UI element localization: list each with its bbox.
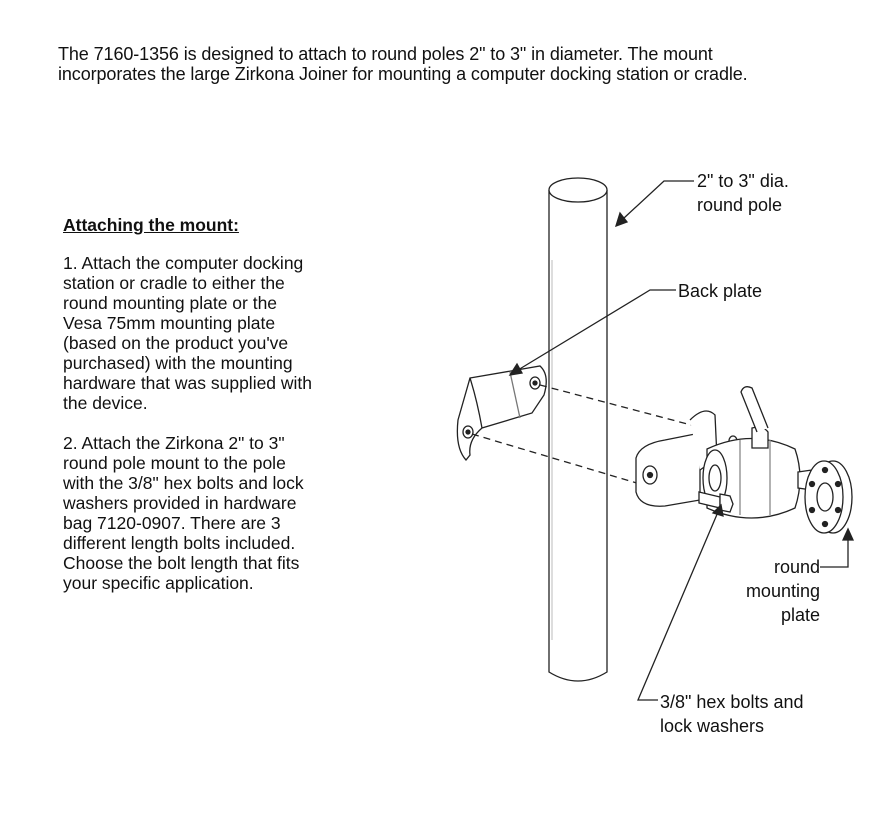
- callout-round-plate-line: plate: [780, 605, 820, 625]
- intro-line-1: The 7160-1356 is designed to attach to r…: [58, 44, 713, 64]
- step-1-line: Vesa 75mm mounting plate: [63, 313, 276, 333]
- step-1-line: station or cradle to either the: [63, 273, 285, 293]
- step-2: 2. Attach the Zirkona 2" to 3" round pol…: [63, 433, 363, 593]
- step-1-line: (based on the product you've: [63, 333, 289, 353]
- step-1-line: round mounting plate or the: [63, 293, 278, 313]
- step-2-line: bag 7120-0907. There are 3: [63, 513, 281, 533]
- step-1-line: purchased) with the mounting: [63, 353, 293, 373]
- intro-text: The 7160-1356 is designed to attach to r…: [58, 44, 878, 84]
- step-2-line: with the 3/8" hex bolts and lock: [63, 473, 304, 493]
- step-1-line: hardware that was supplied with: [63, 373, 313, 393]
- round-mounting-plate: [804, 460, 853, 534]
- back-plate: [456, 365, 547, 461]
- callout-hex-bolts: 3/8" hex bolts and lock washers: [660, 690, 804, 738]
- step-1-line: 1. Attach the computer docking: [63, 253, 304, 273]
- callout-bolts-line: 3/8" hex bolts and: [660, 692, 804, 712]
- callout-back-plate: Back plate: [678, 281, 763, 301]
- callout-pole-line: 2" to 3" dia.: [697, 171, 789, 191]
- step-2-line: your specific application.: [63, 573, 254, 593]
- step-2-line: round pole mount to the pole: [63, 453, 286, 473]
- callout-round-plate-line: round: [773, 557, 820, 577]
- leader-bolts: [637, 503, 724, 701]
- callout-round-plate-line: mounting: [745, 581, 820, 601]
- intro-line-2: incorporates the large Zirkona Joiner fo…: [58, 64, 748, 84]
- callout-pole-line: round pole: [697, 195, 783, 215]
- instructions: Attaching the mount: 1. Attach the compu…: [63, 215, 363, 613]
- step-1: 1. Attach the computer docking station o…: [63, 253, 363, 413]
- callout-bolts-line: lock washers: [660, 716, 765, 736]
- step-1-line: the device.: [63, 393, 148, 413]
- leader-back-plate: [508, 289, 676, 376]
- round-pole: [548, 177, 608, 682]
- leader-round-plate: [820, 527, 855, 568]
- step-2-line: different length bolts included.: [63, 533, 296, 553]
- step-2-line: Choose the bolt length that fits: [63, 553, 300, 573]
- instructions-heading: Attaching the mount:: [63, 215, 239, 235]
- leader-pole: [614, 180, 694, 228]
- callout-round-mounting-plate: round mounting plate: [746, 555, 820, 627]
- step-2-line: 2. Attach the Zirkona 2" to 3": [63, 433, 285, 453]
- callout-pole: 2" to 3" dia. round pole: [697, 169, 789, 217]
- step-2-line: washers provided in hardware: [63, 493, 297, 513]
